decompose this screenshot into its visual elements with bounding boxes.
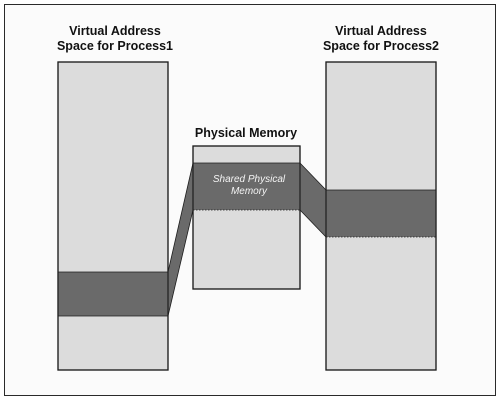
mapping-band-process2 <box>299 162 327 238</box>
shared-physical-memory-region <box>193 163 300 210</box>
physical-memory-outline <box>192 145 301 290</box>
process1-title: Virtual Address Space for Process1 <box>46 24 184 54</box>
process2-title-line2: Space for Process2 <box>322 39 440 53</box>
shared-physical-memory-label: Shared Physical Memory <box>195 174 303 198</box>
process2-outline <box>325 61 437 371</box>
process1-address-space <box>57 61 169 371</box>
shared-label-line2: Memory <box>230 186 268 197</box>
mapping-band-process1 <box>167 162 194 317</box>
physical-memory-title-text: Physical Memory <box>194 126 298 140</box>
process1-title-line1: Virtual Address <box>69 24 161 38</box>
process2-title-line1: Virtual Address <box>335 24 427 38</box>
process1-outline <box>57 61 169 371</box>
process1-shared-region <box>58 272 168 316</box>
process2-title: Virtual Address Space for Process2 <box>312 24 450 54</box>
process2-shared-region <box>326 190 436 237</box>
process1-title-line2: Space for Process1 <box>56 39 174 53</box>
physical-memory-title: Physical Memory <box>178 126 314 141</box>
shared-label-line1: Shared Physical <box>212 174 286 185</box>
